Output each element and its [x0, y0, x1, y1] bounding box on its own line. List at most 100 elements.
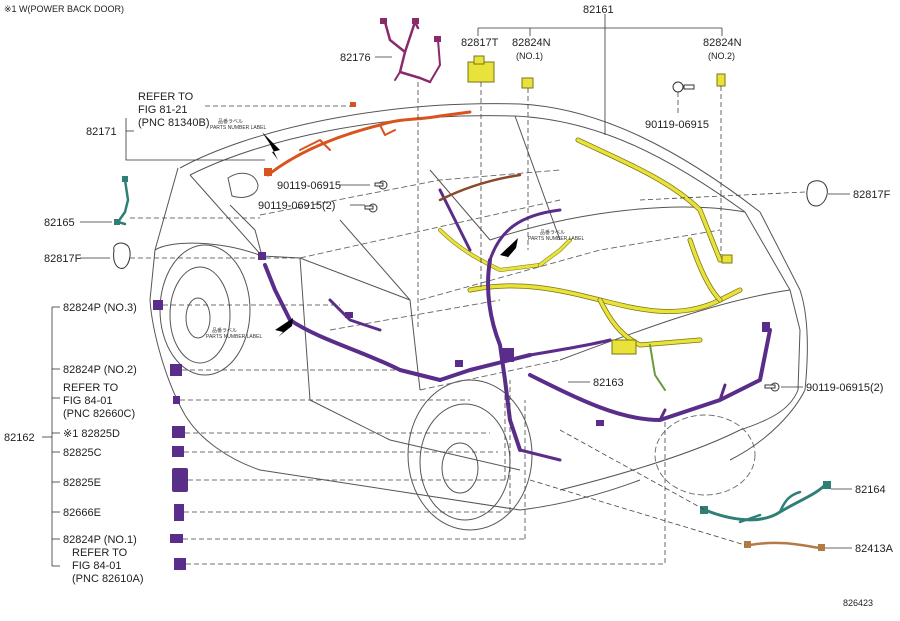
- connector: [350, 102, 356, 107]
- connector: [434, 36, 441, 42]
- label-refer-84b-1: REFER TO: [72, 547, 128, 559]
- figure-number: 826423: [843, 598, 873, 608]
- label-refer-84b-2: FIG 84-01: [72, 560, 122, 572]
- label-refer-84-2: FIG 84-01: [63, 395, 113, 407]
- label-82824P-no3: 82824P (NO.3): [63, 302, 137, 314]
- label-82824N-no2-sub: (NO.2): [708, 51, 735, 61]
- connector: [345, 312, 353, 318]
- connector: [721, 254, 733, 264]
- bolt-icon-right[interactable]: [764, 382, 780, 392]
- block-82666E-icon[interactable]: [174, 504, 184, 521]
- label-90119-mid2: 90119-06915(2): [258, 200, 335, 212]
- label-82171: 82171: [86, 126, 117, 138]
- connector-82825C-icon[interactable]: [172, 446, 184, 457]
- connector: [500, 348, 514, 362]
- label-82164: 82164: [855, 484, 886, 496]
- leader-lines: [42, 14, 852, 567]
- harness-82413A[interactable]: [744, 541, 825, 551]
- clamp-82824P-no3-icon[interactable]: [153, 300, 163, 310]
- label-refer-81-3: (PNC 81340B): [138, 117, 210, 129]
- label-90119-right: 90119-06915(2): [806, 382, 883, 394]
- harness-82163[interactable]: [528, 322, 772, 426]
- connector: [700, 506, 708, 514]
- connector: [258, 252, 266, 260]
- label-82817F-right: 82817F: [853, 189, 891, 201]
- header-note: ※1 W(POWER BACK DOOR): [4, 4, 124, 14]
- label-refer-81-2: FIG 81-21: [138, 104, 188, 116]
- label-90119-mid: 90119-06915: [277, 180, 341, 192]
- connector: [611, 339, 637, 355]
- label-82165: 82165: [44, 217, 75, 229]
- part-labels: 82161 82817T 82824N (NO.1) 82824N (NO.2)…: [4, 4, 894, 585]
- harness-back-door-green[interactable]: [649, 344, 666, 391]
- svg-text:品番ラベル: 品番ラベル: [218, 118, 243, 125]
- rear-wheel: [407, 379, 533, 531]
- harness-82162[interactable]: [258, 188, 612, 462]
- connector-82817T-icon[interactable]: [467, 55, 495, 83]
- connector: [380, 18, 387, 24]
- connector-82825E-icon[interactable]: [172, 468, 188, 492]
- label-82666E: 82666E: [63, 507, 101, 519]
- label-82824N-no2: 82824N: [703, 37, 742, 49]
- connector: [122, 176, 128, 182]
- connector: [455, 360, 463, 367]
- label-82162: 82162: [4, 432, 35, 444]
- connector-82660C-icon[interactable]: [173, 396, 180, 404]
- roof-harness-82171[interactable]: [264, 102, 472, 177]
- connector: [412, 18, 419, 24]
- label-82817T: 82817T: [461, 37, 499, 49]
- bolt-icon-top[interactable]: [672, 81, 695, 93]
- rear-wheel-far: [654, 414, 756, 496]
- harness-82165[interactable]: [114, 176, 130, 226]
- label-82824P-no1: 82824P (NO.1): [63, 534, 137, 546]
- parts-number-label-top: 品番ラベル PARTS NUMBER LABEL: [210, 118, 280, 160]
- harness-82164[interactable]: [700, 481, 831, 524]
- label-refer-84-3: (PNC 82660C): [63, 408, 135, 420]
- label-82824N-no1: 82824N: [512, 37, 551, 49]
- connector: [823, 481, 831, 489]
- connector: [596, 420, 604, 426]
- label-82176: 82176: [340, 52, 371, 64]
- interior-dashed-lines: [259, 169, 721, 391]
- connector: [264, 168, 272, 176]
- label-82161: 82161: [583, 4, 614, 16]
- clip-82824N-no2-icon[interactable]: [716, 73, 726, 87]
- svg-text:品番ラベル: 品番ラベル: [212, 327, 237, 334]
- clip-82824N-no1-icon[interactable]: [521, 77, 534, 89]
- cover-82817F-right-icon[interactable]: [806, 180, 828, 207]
- bolt-icon-mid1[interactable]: [374, 180, 388, 190]
- arrow-icon: [262, 132, 280, 160]
- label-refer-84b-3: (PNC 82610A): [72, 573, 144, 585]
- harness-82176[interactable]: [380, 18, 441, 84]
- svg-text:PARTS NUMBER LABEL: PARTS NUMBER LABEL: [210, 125, 266, 131]
- connector-82825D-icon[interactable]: [172, 426, 185, 438]
- label-82825E: 82825E: [63, 477, 101, 489]
- svg-text:品番ラベル: 品番ラベル: [540, 229, 565, 236]
- label-82824P-no2: 82824P (NO.2): [63, 364, 137, 376]
- label-82825D: ※1 82825D: [63, 428, 120, 440]
- connector: [744, 541, 751, 548]
- arrow-icon: [500, 238, 518, 262]
- connector-82610A-icon[interactable]: [174, 558, 186, 570]
- parts-number-label-mid: 品番ラベル PARTS NUMBER LABEL: [500, 229, 584, 262]
- clamp-82824P-no1-icon[interactable]: [170, 534, 183, 543]
- label-90119-top: 90119-06915: [645, 119, 709, 131]
- arrow-icon: [275, 318, 293, 337]
- clamp-82824P-no2-icon[interactable]: [170, 364, 182, 376]
- svg-text:PARTS NUMBER LABEL: PARTS NUMBER LABEL: [206, 334, 262, 340]
- svg-text:PARTS NUMBER LABEL: PARTS NUMBER LABEL: [528, 236, 584, 242]
- label-refer-81-1: REFER TO: [138, 91, 194, 103]
- parts-number-label-bottom: 品番ラベル PARTS NUMBER LABEL: [206, 318, 293, 340]
- label-refer-84-1: REFER TO: [63, 382, 119, 394]
- bolt-icon-mid2[interactable]: [364, 203, 378, 213]
- side-mirror: [227, 172, 259, 198]
- label-82824N-no1-sub: (NO.1): [516, 51, 543, 61]
- cover-82817F-left-icon[interactable]: [113, 242, 131, 269]
- label-82413A: 82413A: [855, 543, 894, 555]
- harness-82161[interactable]: [438, 137, 743, 355]
- harness-rear-brown[interactable]: [438, 173, 522, 202]
- label-82817F-left: 82817F: [44, 253, 82, 265]
- front-wheel: [159, 244, 251, 376]
- label-82163: 82163: [593, 377, 624, 389]
